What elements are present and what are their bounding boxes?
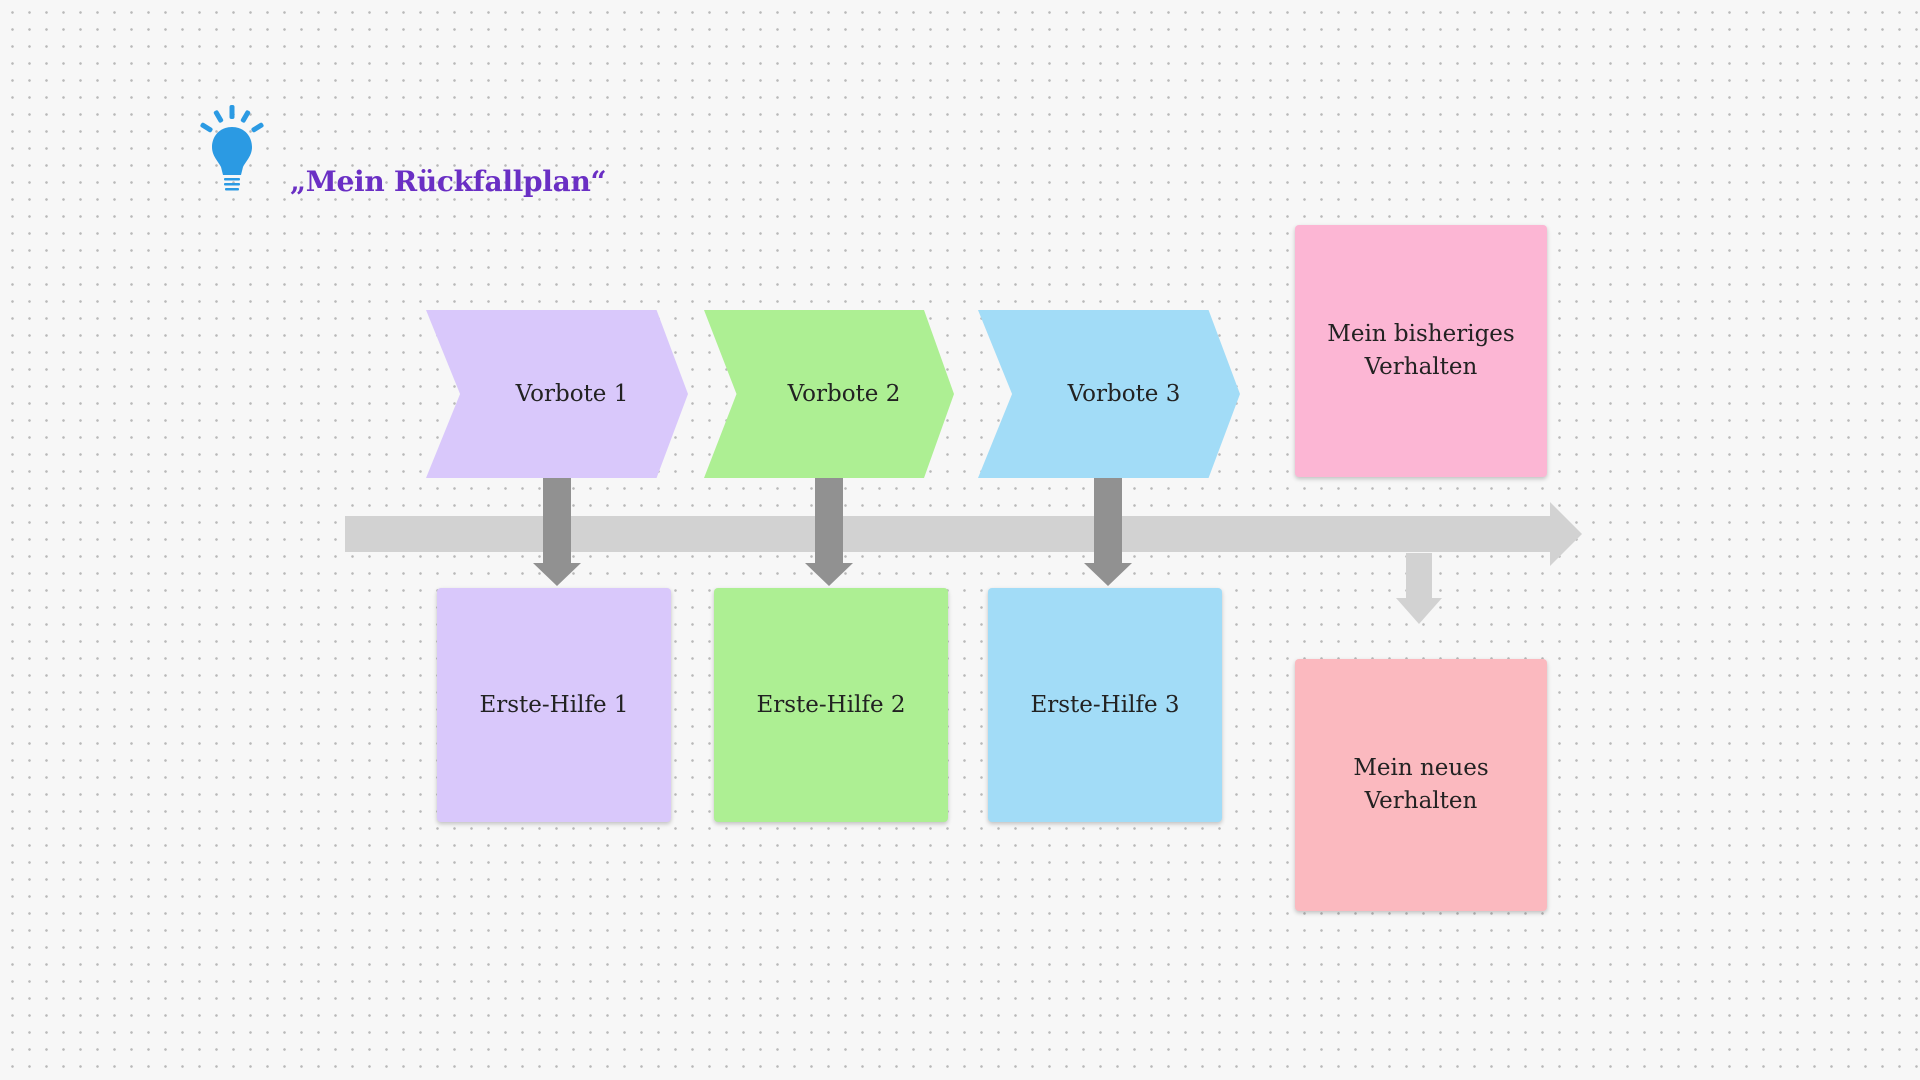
new-behavior-arrow <box>1396 553 1442 624</box>
timeline-arrow <box>345 502 1582 566</box>
down-arrow-1 <box>533 477 581 586</box>
first-aid-note-3[interactable]: Erste-Hilfe 3 <box>988 588 1222 822</box>
new-behavior-line2: Verhalten <box>1364 788 1478 814</box>
warning-sign-label: Vorbote 3 <box>1067 381 1181 407</box>
new-behavior-line1: Mein neues <box>1353 755 1489 781</box>
previous-behavior-line1: Mein bisheriges <box>1327 321 1515 347</box>
down-arrow-2 <box>805 477 853 586</box>
warning-sign-label: Vorbote 2 <box>787 381 901 407</box>
warning-sign-1[interactable]: Vorbote 1 <box>426 310 688 478</box>
previous-behavior-line2: Verhalten <box>1364 354 1478 380</box>
first-aid-label: Erste-Hilfe 1 <box>479 691 629 718</box>
previous-behavior-note[interactable]: Mein bisheriges Verhalten <box>1295 225 1547 477</box>
page-title: „Mein Rückfallplan“ <box>290 165 607 198</box>
first-aid-note-1[interactable]: Erste-Hilfe 1 <box>437 588 671 822</box>
warning-sign-3[interactable]: Vorbote 3 <box>978 310 1240 478</box>
lightbulb-icon <box>200 105 264 191</box>
first-aid-note-2[interactable]: Erste-Hilfe 2 <box>714 588 948 822</box>
first-aid-label: Erste-Hilfe 2 <box>756 691 906 718</box>
new-behavior-note[interactable]: Mein neues Verhalten <box>1295 659 1547 911</box>
first-aid-label: Erste-Hilfe 3 <box>1030 691 1180 718</box>
warning-sign-2[interactable]: Vorbote 2 <box>704 310 954 478</box>
down-arrow-3 <box>1084 477 1132 586</box>
warning-sign-label: Vorbote 1 <box>515 381 629 407</box>
